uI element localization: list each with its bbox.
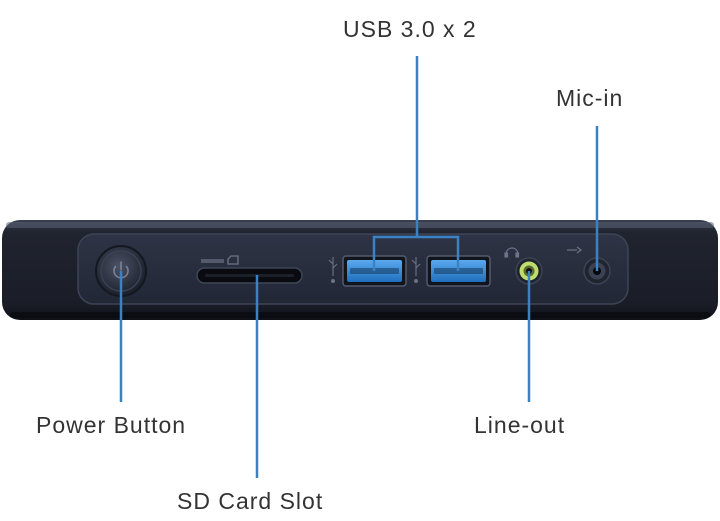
label-power-button: Power Button <box>36 412 187 438</box>
label-usb: USB 3.0 x 2 <box>343 16 477 42</box>
label-sd-card-slot: SD Card Slot <box>177 488 324 514</box>
usb-icon <box>328 257 338 283</box>
device-top-edge <box>6 222 714 228</box>
usb-icon-2 <box>411 257 421 283</box>
microphone-icon <box>567 246 582 254</box>
label-mic-in: Mic-in <box>556 85 624 111</box>
leader-usb <box>372 56 460 271</box>
sd-card-slot-inner <box>205 274 294 277</box>
sd-card-icon <box>201 255 239 265</box>
device-bottom-edge <box>10 312 710 318</box>
label-line-out: Line-out <box>474 412 566 438</box>
headphone-icon <box>504 247 520 258</box>
